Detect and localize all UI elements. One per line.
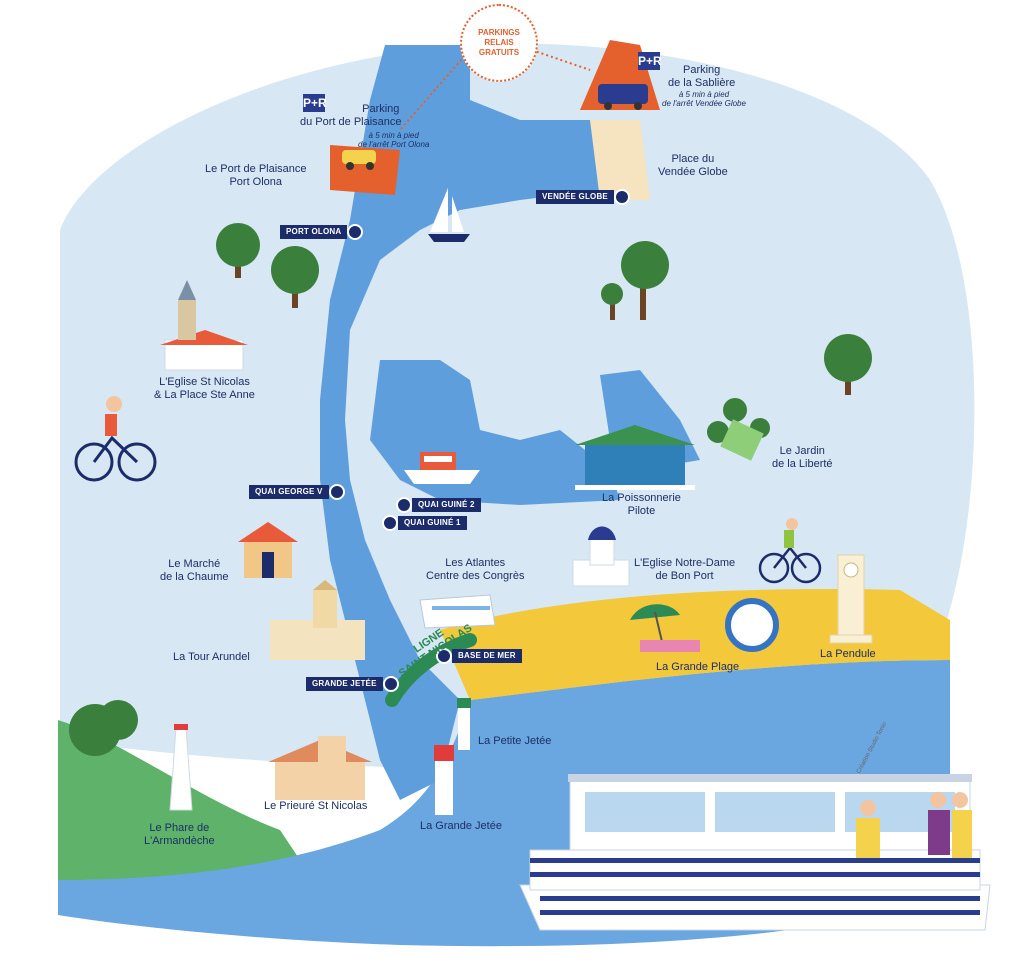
grande-jetee-lighthouse-icon [434,745,454,815]
cyclist-right-icon [758,518,822,584]
stop-quai-guine-1[interactable]: QUAI GUINÉ 1 [382,515,467,531]
label-port-plaisance: Le Port de Plaisance Port Olona [205,163,307,188]
stop-port-olona-label: PORT OLONA [280,225,348,239]
beach-ball-icon [725,598,779,652]
tour-arundel-icon [270,580,365,660]
phare-armandeche-icon [69,700,193,811]
badge-line-1: PARKINGS [478,28,520,37]
label-vendee-globe: Place du Vendée Globe [658,153,728,178]
stop-quai-guine-2[interactable]: QUAI GUINÉ 2 [396,497,481,513]
label-tour-arundel: La Tour Arundel [173,651,250,663]
label-notre-dame: L'Eglise Notre-Dame de Bon Port [634,557,736,582]
label-grande-plage: La Grande Plage [656,661,740,673]
stop-vendee-globe-dot [613,189,630,205]
ferry-boat [519,774,991,931]
parking-plaisance-icon: P+R [303,94,327,112]
parking-sabliere-note: à 5 min à pied de l'arrêt Vendée Globe [662,90,746,108]
pendule-icon [829,554,873,644]
stop-quai-guine-2-dot [396,497,412,513]
label-atlantes: Les Atlantes Centre des Congrès [426,557,525,582]
stop-quai-guine-1-label: QUAI GUINÉ 1 [398,516,467,530]
tree-group [216,223,872,443]
stop-quai-george-label: QUAI GEORGE V [249,485,329,499]
stop-port-olona[interactable]: PORT OLONA [280,224,364,240]
parking-plaisance-label: Parking du Port de Plaisance [300,103,402,129]
parking-plaisance-title-1: Parking [362,103,400,115]
stop-vendee-globe-label: VENDÉE GLOBE [536,190,614,204]
stop-grande-jetee-dot [382,676,399,692]
fishing-boat-icon [404,452,480,484]
stop-quai-george[interactable]: QUAI GEORGE V [249,484,345,500]
badge-line-2: RELAIS [484,38,514,47]
stop-quai-guine-1-dot [382,515,398,531]
cyclist-left-icon [74,396,157,482]
parking-sabliere-icon: P+R [638,52,662,70]
label-eglise-st-nicolas: L'Eglise St Nicolas & La Place Ste Anne [154,376,255,401]
marche-chaume-icon [238,522,298,578]
stop-port-olona-dot [347,224,364,240]
parking-sabliere-label: Parking de la Sablière [668,64,735,90]
parkings-relais-badge: PARKINGS RELAIS GRATUITS [460,4,538,82]
beach-umbrella-icon [630,604,700,652]
parking-sabliere-title-1: Parking [682,64,721,76]
notre-dame-icon [572,526,630,587]
label-marche: Le Marché de la Chaume [160,558,229,583]
label-jardin: Le Jardin de la Liberté [772,445,833,470]
prieure-icon [268,736,372,800]
petite-jetee-lighthouse-icon [457,698,471,750]
badge-leader-right [531,49,591,71]
les-atlantes-icon [419,594,496,629]
parking-sabliere-title-2: de la Sablière [668,77,736,89]
label-poissonnerie: La Poissonnerie Pilote [602,492,681,517]
label-phare: Le Phare de L'Armandèche [144,822,215,847]
badge-line-3: GRATUITS [478,48,520,57]
car-icon [342,150,376,170]
stop-base-de-mer-dot [436,648,452,664]
eglise-st-nicolas-icon [160,280,248,371]
parking-plaisance-note: à 5 min à pied de l'arrêt Port Olona [358,131,430,149]
label-petite-jetee: La Petite Jetée [478,735,552,747]
van-icon [598,84,648,110]
badge-leader-left [399,51,469,131]
label-pendule: La Pendule [820,648,876,660]
harbour-channel [320,45,600,800]
place-vendee-globe-area [590,120,650,200]
parking-plaisance-title-2: du Port de Plaisance [300,116,402,128]
route-ribbon [385,633,477,707]
stop-quai-george-dot [328,484,345,500]
stop-grande-jetee-label: GRANDE JETÉE [306,677,383,691]
label-grande-jetee: La Grande Jetée [420,820,502,832]
poissonnerie-icon [575,425,695,490]
stop-quai-guine-2-label: QUAI GUINÉ 2 [412,498,481,512]
jardin-liberte-icon [720,419,764,461]
label-prieure: Le Prieuré St Nicolas [264,800,368,812]
sailboat-icon [428,188,470,242]
stop-vendee-globe[interactable]: VENDÉE GLOBE [536,189,630,205]
stop-base-de-mer-label: BASE DE MER [452,649,522,663]
stop-base-de-mer[interactable]: BASE DE MER [436,648,522,664]
stop-grande-jetee[interactable]: GRANDE JETÉE [306,676,399,692]
